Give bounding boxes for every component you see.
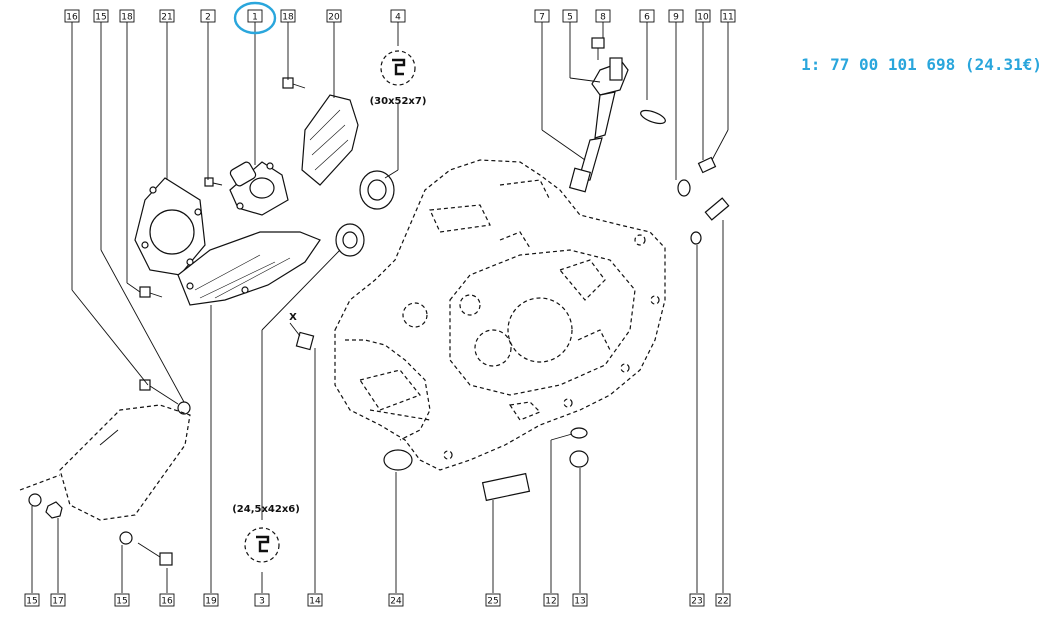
dimension-30x52x7: (30x52x7) [370, 96, 427, 107]
callout-number: 14 [309, 597, 321, 607]
top-callout-9: 9 [668, 9, 684, 23]
top-callout-16: 16 [64, 9, 80, 23]
callout-number: 15 [116, 597, 127, 607]
top-callout-7: 7 [534, 9, 550, 23]
callout-number: 4 [395, 13, 401, 23]
bottom-callout-16: 16 [159, 593, 175, 607]
bottom-callout-15: 15 [114, 593, 130, 607]
small-hardware [28, 37, 730, 566]
leader-lines [31, 22, 729, 593]
top-callout-11: 11 [720, 9, 736, 23]
bottom-callout-22: 22 [715, 593, 731, 607]
top-callout-4: 4 [390, 9, 406, 23]
callout-number: 18 [282, 13, 294, 23]
callout-number: 9 [673, 13, 679, 23]
callout-number: 1 [252, 13, 258, 23]
callout-number: 16 [66, 13, 78, 23]
top-callout-1: 1 [247, 9, 263, 23]
top-callout-20: 20 [326, 9, 342, 23]
bottom-callout-15: 15 [24, 593, 40, 607]
top-callout-21: 21 [159, 9, 175, 23]
bottom-callout-13: 13 [572, 593, 588, 607]
top-callout-2: 2 [200, 9, 216, 23]
bottom-callout-19: 19 [203, 593, 219, 607]
callout-number: 24 [390, 597, 402, 607]
callout-number: 7 [539, 13, 545, 23]
top-callout-6: 6 [639, 9, 655, 23]
lip-seal-icon [380, 50, 416, 86]
lip-seal-icon [244, 527, 280, 563]
highlight-circle [233, 1, 277, 35]
callout-number: 11 [722, 13, 733, 23]
callout-number: 25 [487, 597, 498, 607]
bottom-callout-17: 17 [50, 593, 66, 607]
bottom-callout-12: 12 [543, 593, 559, 607]
part-7-5-speedometer-drive [568, 57, 666, 193]
gearbox-housing [334, 159, 666, 471]
callout-number: 10 [697, 13, 709, 23]
callout-number: 21 [161, 13, 172, 23]
top-callout-5: 5 [562, 9, 578, 23]
clutch-housing-plate [19, 404, 191, 521]
part-20-deflector [301, 94, 359, 186]
callout-number: 13 [574, 597, 585, 607]
callout-number: 3 [259, 597, 265, 607]
bottom-callout-24: 24 [388, 593, 404, 607]
bottom-callout-25: 25 [485, 593, 501, 607]
callout-number: 2 [205, 13, 211, 23]
top-callout-18: 18 [119, 9, 135, 23]
callout-number: 22 [717, 597, 728, 607]
callout-number: 18 [121, 13, 133, 23]
part-3-lip-seal [335, 223, 365, 257]
x-marker: X [289, 312, 297, 323]
callout-number: 6 [644, 13, 650, 23]
top-callout-8: 8 [595, 9, 611, 23]
top-callout-10: 10 [695, 9, 711, 23]
part-21-gasket [134, 177, 206, 276]
callouts-bottom: 15 17 15 16 19 3 14 24 25 12 13 23 22 [24, 593, 731, 607]
callout-number: 20 [328, 13, 340, 23]
callout-number: 17 [52, 597, 63, 607]
part-1-clutch-guide-tube [229, 161, 289, 216]
top-callout-15: 15 [93, 9, 109, 23]
part-price-label: 1: 77 00 101 698 (24.31€) [801, 55, 1042, 74]
top-callout-18: 18 [280, 9, 296, 23]
callout-number: 23 [691, 597, 702, 607]
callout-number: 16 [161, 597, 173, 607]
bottom-callout-23: 23 [689, 593, 705, 607]
callout-number: 15 [95, 13, 106, 23]
callout-number: 19 [205, 597, 217, 607]
callout-number: 8 [600, 13, 606, 23]
callout-number: 15 [26, 597, 37, 607]
bottom-callout-14: 14 [307, 593, 323, 607]
bottom-callout-3: 3 [254, 593, 270, 607]
part-19-cover-plate [177, 231, 321, 306]
callout-number: 12 [545, 597, 556, 607]
callout-number: 5 [567, 13, 573, 23]
dimension-24-5x42x6: (24,5x42x6) [232, 504, 300, 515]
part-4-lip-seal [359, 170, 395, 210]
